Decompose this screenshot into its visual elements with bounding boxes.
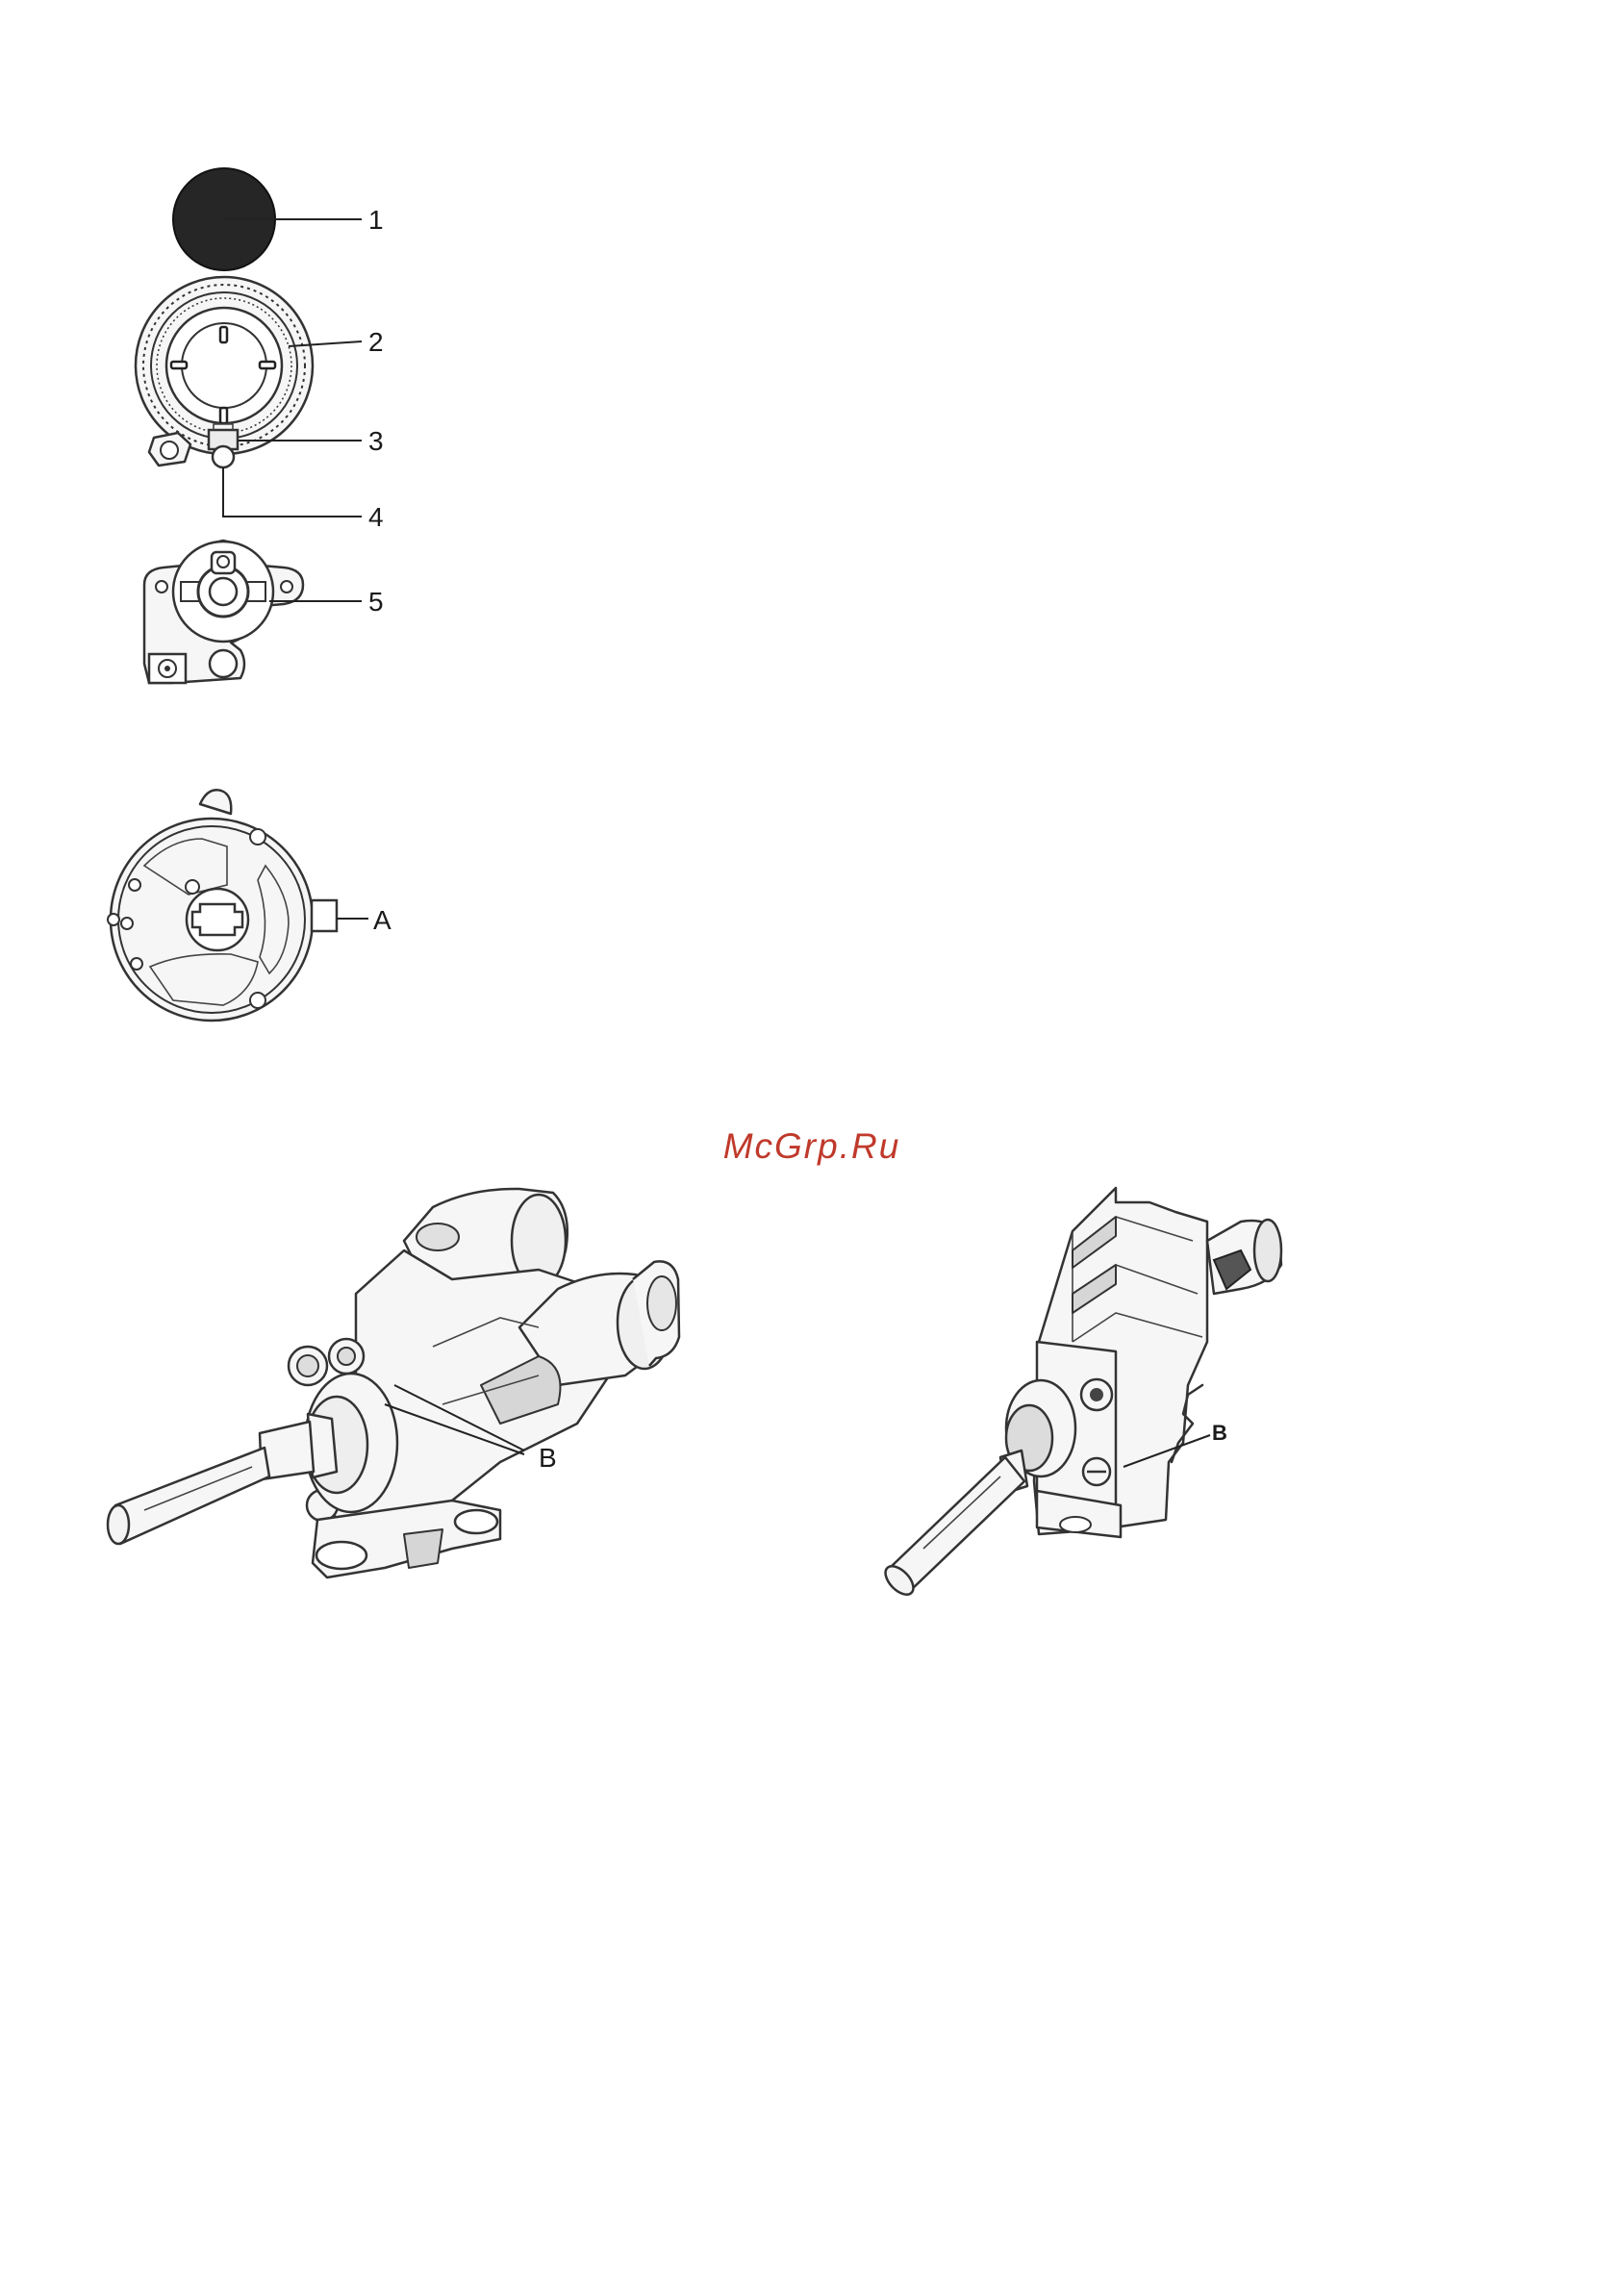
valve-right: B	[880, 1188, 1281, 1600]
exploded-view: 1 2 3 4	[136, 168, 384, 683]
callout-2: 2	[368, 327, 384, 357]
watermark-text: McGrp.Ru	[723, 1126, 901, 1166]
rear-view: A	[108, 790, 391, 1021]
part-4-pin: 4	[213, 446, 384, 532]
callout-1: 1	[368, 205, 384, 235]
callout-b-left: B	[539, 1443, 557, 1473]
callout-3: 3	[368, 426, 384, 456]
callout-a: A	[373, 905, 391, 935]
part-5-valve-front: 5	[144, 541, 384, 683]
part-2-knurled-ring: 2	[136, 277, 384, 454]
leader-4	[223, 467, 362, 517]
callout-5: 5	[368, 587, 384, 617]
part-1-knob-cap: 1	[173, 168, 384, 270]
valve-left: B	[108, 1189, 679, 1577]
callout-b-right: B	[1212, 1421, 1227, 1445]
callout-4: 4	[368, 502, 384, 532]
